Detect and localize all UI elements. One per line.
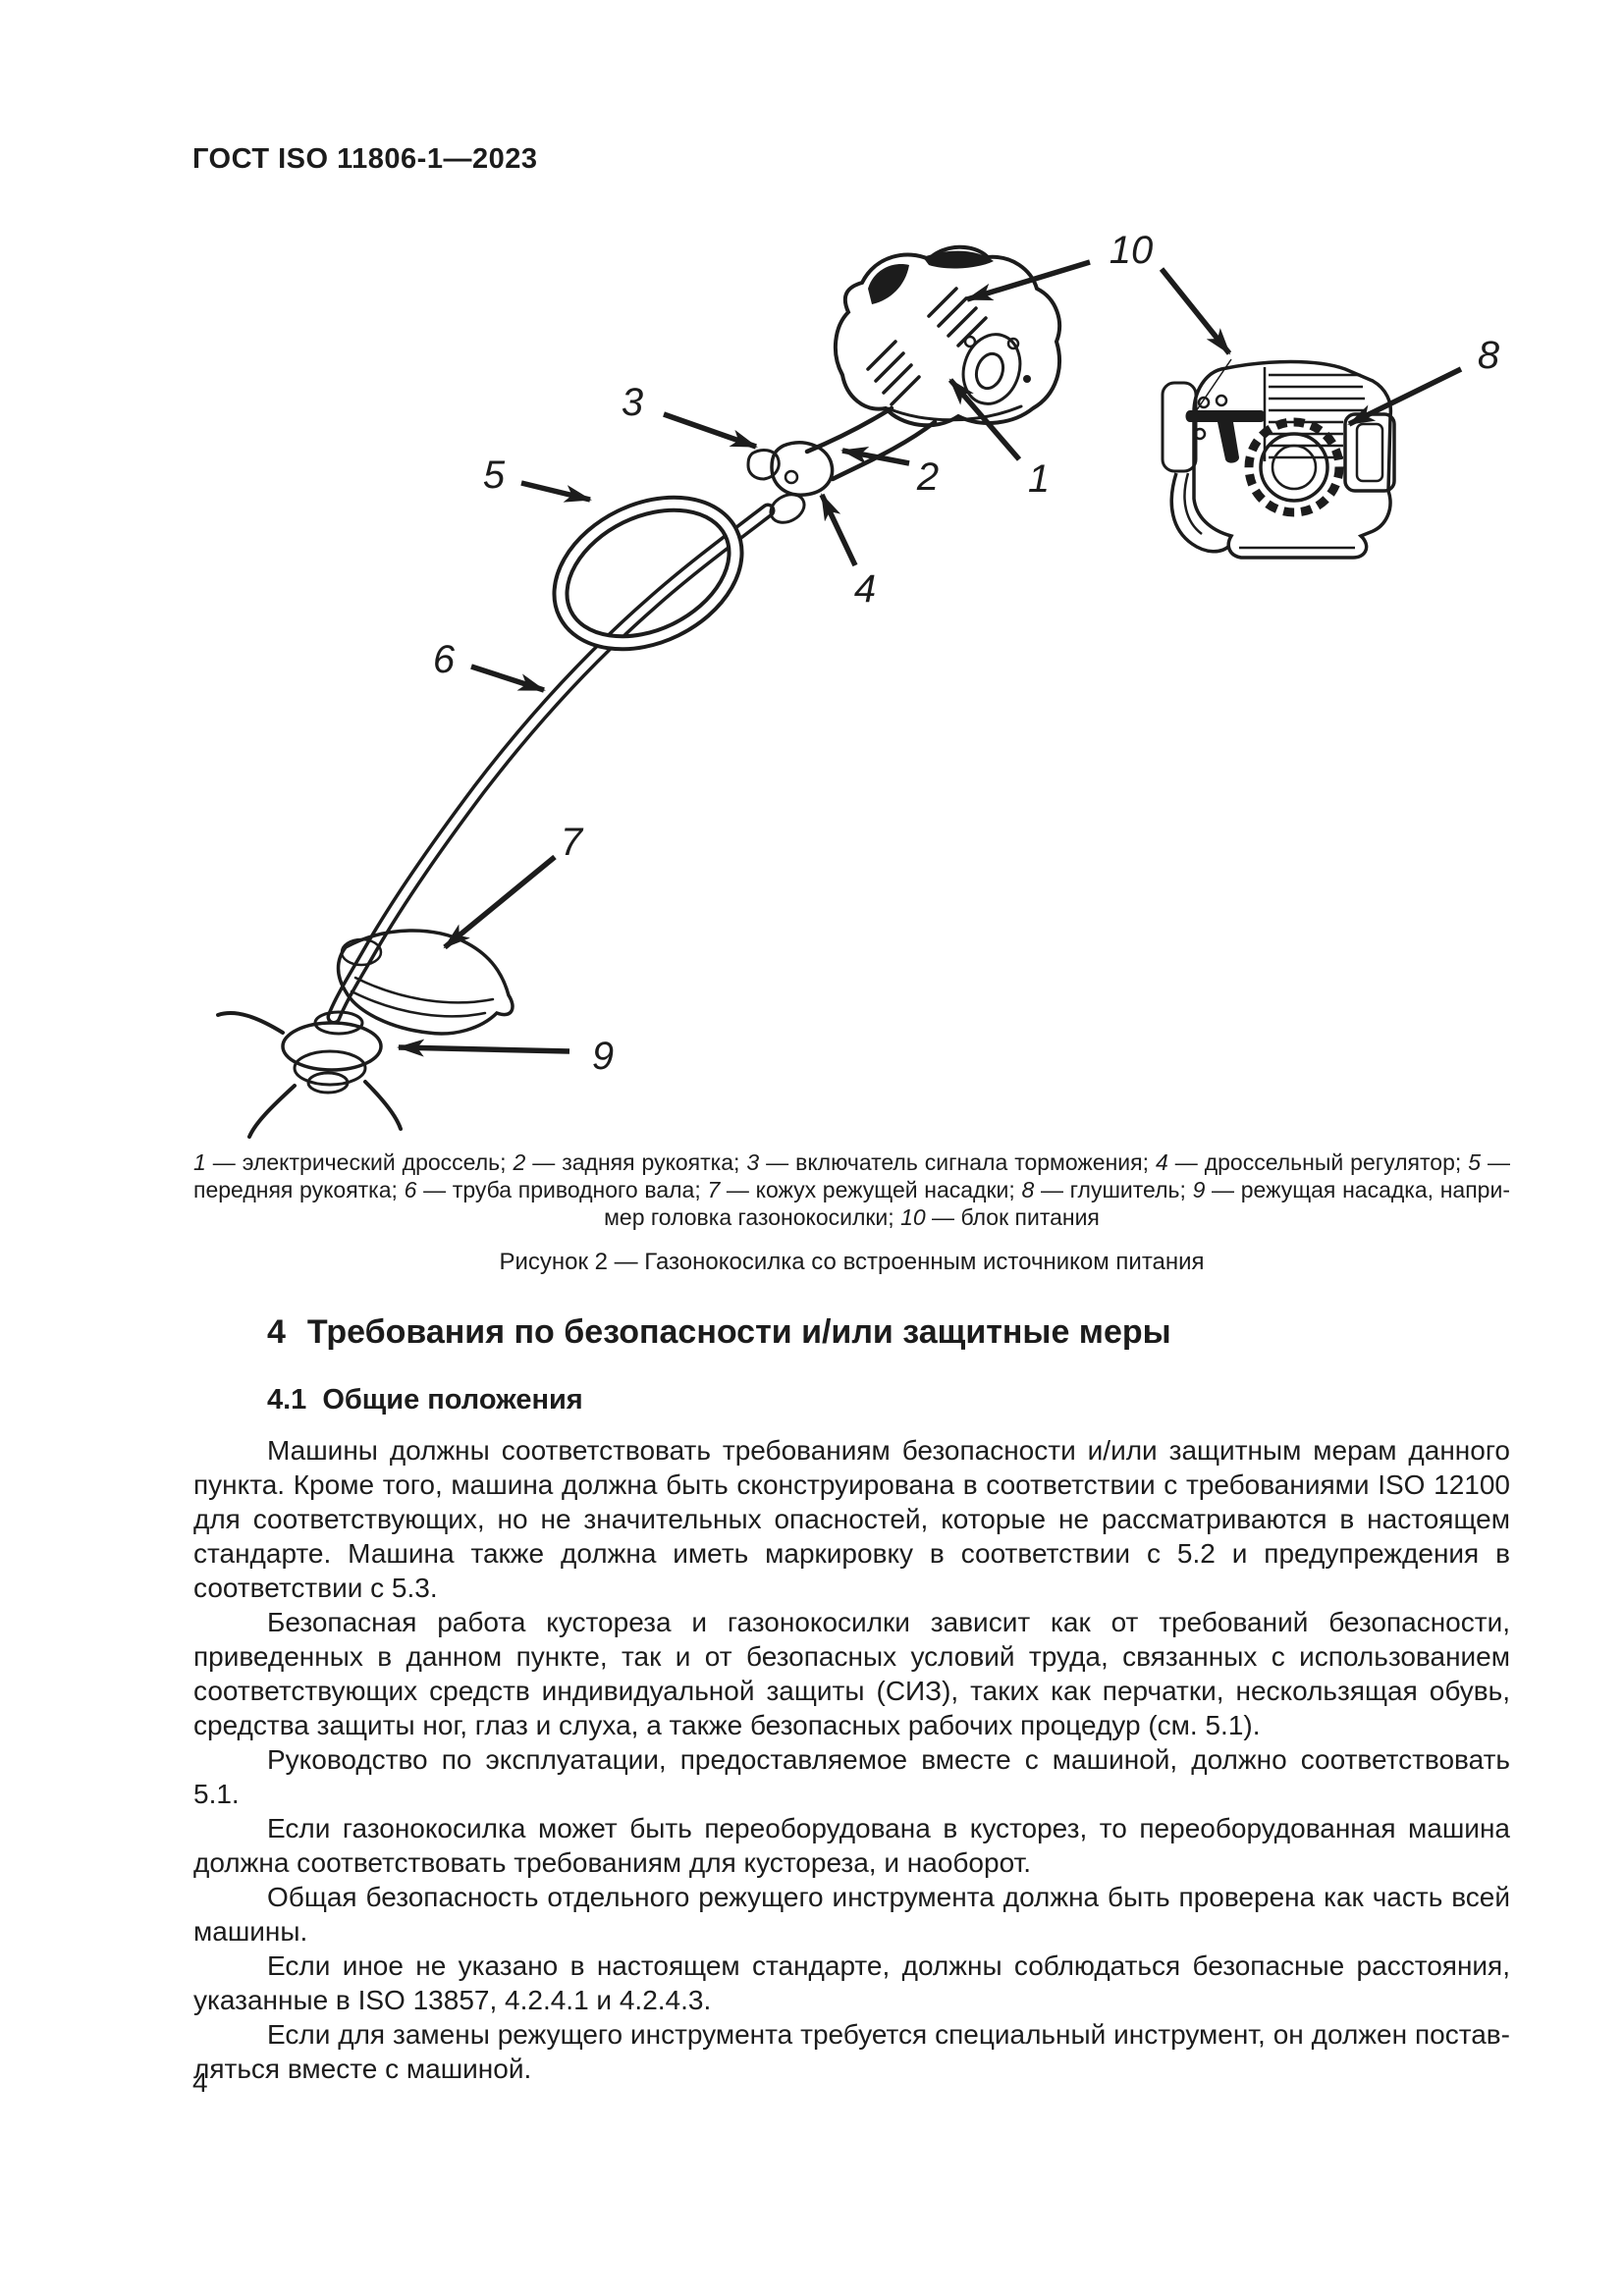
callout-arrow-10-left <box>965 259 1091 302</box>
power-unit-drawing <box>1161 358 1396 560</box>
callout-label-4: 4 <box>854 567 876 611</box>
callout-label-3: 3 <box>622 381 643 424</box>
callout-label-10: 10 <box>1110 229 1154 272</box>
trimmer-head <box>216 1010 403 1139</box>
section-heading: 4 Требования по безопасности и/или защитн… <box>267 1313 1171 1352</box>
section-title: Требования по безопасности и/или защитны… <box>306 1313 1171 1351</box>
callout-label-7: 7 <box>561 821 584 864</box>
section-number: 4 <box>267 1313 286 1351</box>
standard-designation: ГОСТ ISO 11806-1—2023 <box>192 143 538 175</box>
trimmer-line-bottom-right <box>363 1080 403 1131</box>
paragraph: Если газонокосилка может быть переоборуд… <box>193 1813 1510 1878</box>
callout-label-5: 5 <box>483 454 506 497</box>
subsection-heading: 4.1 Общие положения <box>267 1384 583 1416</box>
throttle-junction <box>746 441 835 524</box>
callout-arrow-4 <box>819 493 858 567</box>
paragraph: Если иное не указано в настоящем стандар… <box>193 1950 1510 2015</box>
front-loop-handle <box>552 495 744 652</box>
housing-shading <box>868 264 909 304</box>
starter-detail <box>961 333 1031 405</box>
muffler <box>1343 412 1396 493</box>
subsection-title: Общие положения <box>322 1384 583 1415</box>
callout-arrow-10-right <box>1159 267 1232 355</box>
figure-2-drawing: 1 2 3 4 5 6 7 8 9 10 <box>216 229 1500 1139</box>
callout-arrow-2 <box>840 447 910 466</box>
subsection-number: 4.1 <box>267 1384 307 1415</box>
callout-label-9: 9 <box>592 1035 614 1078</box>
flywheel-ring <box>1244 417 1344 517</box>
callout-arrow-5 <box>520 480 592 503</box>
trimmer-line-bottom-left <box>247 1084 297 1139</box>
starter-handle <box>1185 410 1266 463</box>
drive-shaft-tube <box>326 503 776 1025</box>
callout-arrow-1 <box>947 378 1022 461</box>
callout-label-1: 1 <box>1028 457 1050 501</box>
rear-grip-loop <box>1169 472 1231 554</box>
figure-legend: 1 — электрический дроссель; 2 — задняя р… <box>193 1149 1511 1230</box>
engine-body <box>1192 359 1393 560</box>
callout-arrow-8 <box>1347 366 1463 427</box>
body-text: Машины должны соответствовать требования… <box>193 1433 1510 2086</box>
rear-housing <box>804 244 1062 482</box>
callout-arrow-3 <box>663 411 758 450</box>
paragraph: Руководство по эксплуатации, предоставля… <box>193 1744 1510 1809</box>
paragraph: Машины должны соответствовать требования… <box>193 1435 1510 1603</box>
paragraph: Если для замены режущего инструмента тре… <box>193 2019 1510 2084</box>
fuel-tank <box>1161 381 1198 473</box>
housing-top-shading <box>923 250 994 269</box>
paragraph: Общая безопасность отдельного режущего и… <box>193 1882 1510 1947</box>
panel-screws <box>1193 394 1228 441</box>
callout-arrow-7 <box>443 854 557 950</box>
cylinder-fins <box>1269 373 1365 459</box>
callout-label-2: 2 <box>916 455 939 499</box>
callout-label-6: 6 <box>433 638 456 681</box>
callout-arrow-9 <box>397 1039 570 1057</box>
trimmer-line-left <box>216 1011 285 1035</box>
callout-labels: 1 2 3 4 5 6 7 8 9 10 <box>433 229 1500 1078</box>
callout-arrows <box>397 259 1463 1057</box>
guard-notch <box>340 937 383 967</box>
callout-label-8: 8 <box>1478 334 1500 377</box>
paragraph: Безопасная работа кустореза и газонокоси… <box>193 1607 1510 1740</box>
trimmer-drawing <box>216 244 1062 1139</box>
housing-vents <box>866 287 988 406</box>
page-number: 4 <box>192 2067 208 2098</box>
callout-arrow-6 <box>470 664 546 693</box>
housing-neck <box>804 405 894 454</box>
figure-caption: Рисунок 2 — Газонокосилка со встроенным … <box>499 1249 1205 1275</box>
